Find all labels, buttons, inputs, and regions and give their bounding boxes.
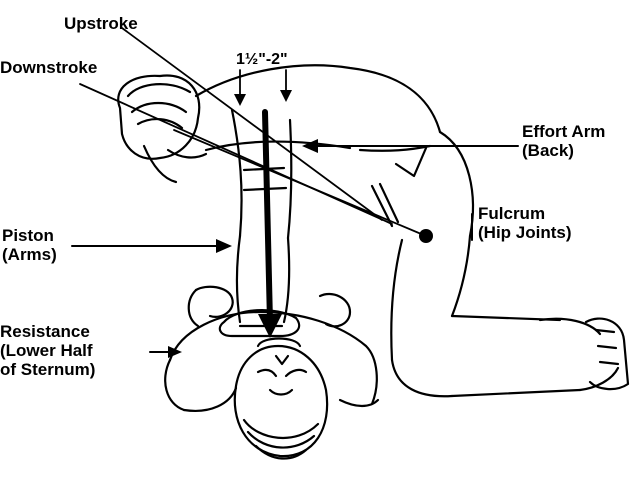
rescuer-figure <box>117 64 630 398</box>
label-arrows <box>71 139 519 358</box>
mechanics-lines <box>79 27 433 338</box>
resistance-label-line2: (Lower Half <box>0 341 93 360</box>
fulcrum-dot <box>419 229 433 243</box>
fulcrum-label-line2: (Hip Joints) <box>478 223 572 242</box>
resistance-label: Resistance (Lower Half of Sternum) <box>0 322 95 379</box>
compression-arrowhead <box>258 314 282 338</box>
resistance-label-line3: of Sternum) <box>0 360 96 379</box>
fulcrum-label: Fulcrum (Hip Joints) <box>478 204 572 242</box>
piston-label: Piston (Arms) <box>2 226 57 264</box>
piston-label-line2: (Arms) <box>2 245 57 264</box>
fulcrum-label-line1: Fulcrum <box>478 204 546 223</box>
compression-line <box>262 109 273 325</box>
effort-arm-label: Effort Arm (Back) <box>522 122 605 160</box>
downstroke-label: Downstroke <box>0 58 98 77</box>
upstroke-line <box>121 27 383 221</box>
upstroke-label: Upstroke <box>64 14 138 33</box>
effort-arm-label-line2: (Back) <box>522 141 574 160</box>
effort-arm-line <box>173 129 427 237</box>
resistance-label-line1: Resistance <box>0 322 90 341</box>
downstroke-line <box>79 83 393 225</box>
patient-figure <box>164 285 380 460</box>
piston-label-line1: Piston <box>2 226 54 245</box>
depth-label: 1½"-2" <box>236 51 288 68</box>
effort-arm-label-line1: Effort Arm <box>522 122 606 141</box>
